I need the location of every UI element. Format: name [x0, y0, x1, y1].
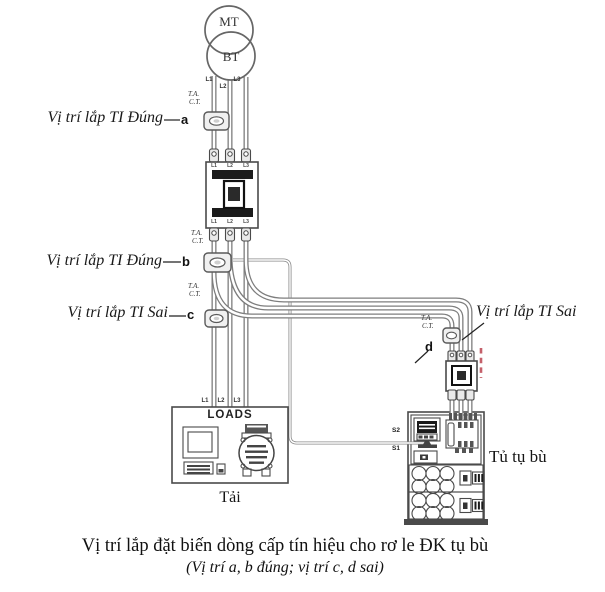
- position-c-label: Vị trí lắp TI Sai: [67, 304, 168, 321]
- cabinet-base: [404, 519, 488, 525]
- position-b-letter: b: [182, 254, 190, 269]
- circuit-breaker: [205, 148, 259, 242]
- motor-icon: [238, 424, 275, 477]
- position-a-letter: a: [181, 112, 189, 127]
- ct-d: [442, 327, 461, 344]
- terminal-s1-label: S1: [392, 445, 400, 452]
- capacitor-branch-wires: [211, 255, 473, 419]
- breaker-bottom-l2: L2: [227, 219, 233, 225]
- contactor-icon: [445, 413, 479, 453]
- computer-icon: [182, 426, 226, 475]
- ct-a: [203, 111, 230, 131]
- ta-label-d: T.A.: [421, 314, 433, 322]
- position-d-letter: d: [425, 339, 433, 354]
- position-c-letter: c: [187, 307, 195, 322]
- phase-label-l3: L3: [233, 77, 241, 83]
- figure-caption-line1: Vị trí lắp đặt biến dòng cấp tín hiệu ch…: [81, 536, 489, 556]
- capacitor-bank-step-1: [411, 465, 485, 495]
- breaker-bottom-l1: L1: [211, 219, 217, 225]
- phase-label-l1: L1: [205, 77, 213, 83]
- ct-label-a: C.T.: [189, 98, 201, 106]
- capacitor-cabinet-devices: [404, 413, 488, 525]
- ct-label-b: C.T.: [192, 237, 204, 245]
- branch-contactor: [445, 350, 478, 401]
- ta-label-c: T.A.: [188, 282, 200, 290]
- position-d-label: Vị trí lắp TI Sai: [476, 303, 577, 320]
- label-leader-lines: [163, 119, 485, 364]
- transformer-symbol: [204, 5, 256, 81]
- ta-label-b: T.A.: [191, 229, 203, 237]
- cabinet-caption: Tủ tụ bù: [489, 447, 547, 466]
- ct-signal-wire: [233, 258, 428, 445]
- power-factor-relay-icon: [413, 417, 441, 464]
- loads-phase-l1: L1: [201, 398, 209, 404]
- position-a-label: Vị trí lắp TI Đúng: [47, 109, 163, 126]
- transformer-primary-label: MT: [219, 14, 239, 29]
- breaker-top-l3: L3: [243, 163, 249, 169]
- terminal-s2-label: S2: [392, 427, 400, 434]
- loads-phase-l2: L2: [217, 398, 225, 404]
- transformer-secondary-label: BT: [222, 49, 240, 64]
- breaker-bottom-l3: L3: [243, 219, 249, 225]
- ct-label-d: C.T.: [422, 322, 434, 330]
- ct-c: [204, 309, 229, 328]
- ct-b: [203, 252, 232, 273]
- capacitor-bank-step-2: [411, 492, 485, 522]
- breaker-top-l2: L2: [227, 163, 233, 169]
- phase-label-l2: L2: [219, 84, 227, 90]
- figure-caption-line2: (Vị trí a, b đúng; vị trí c, d sai): [186, 559, 384, 576]
- breaker-top-l1: L1: [211, 163, 217, 169]
- loads-phase-l3: L3: [233, 398, 241, 404]
- ta-label-a: T.A.: [188, 90, 200, 98]
- loads-caption: Tải: [219, 489, 241, 506]
- position-b-label: Vị trí lắp TI Đúng: [46, 252, 162, 269]
- ct-label-c: C.T.: [189, 290, 201, 298]
- loads-box: [171, 406, 289, 484]
- loads-title: LOADS: [207, 409, 253, 421]
